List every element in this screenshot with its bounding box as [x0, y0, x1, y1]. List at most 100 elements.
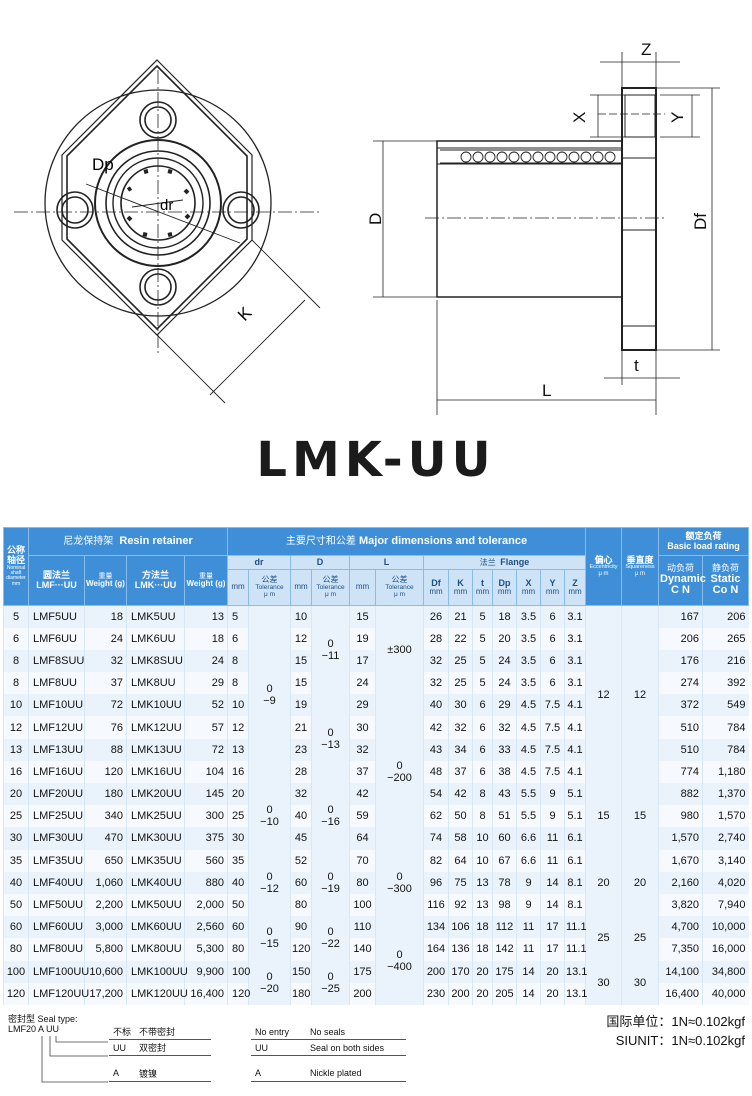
- cell-d: 20: [3, 783, 29, 806]
- cell-lmf: LMF30UU: [28, 827, 85, 850]
- cell-d: 30: [3, 827, 29, 850]
- cell-L: 200: [349, 982, 376, 1005]
- cell-t: 18: [472, 916, 493, 939]
- cell-K: 50: [448, 805, 473, 828]
- cell-K: 200: [448, 982, 473, 1005]
- cell-K: 34: [448, 738, 473, 761]
- cell-L: 175: [349, 960, 376, 983]
- cell-Z: 6.1: [564, 849, 586, 872]
- cell-w2: 16,400: [184, 982, 228, 1005]
- cell-Dp: 38: [492, 760, 517, 783]
- cell-D: 150: [290, 960, 312, 983]
- cell-L: 42: [349, 783, 376, 806]
- cell-Z: 11.1: [564, 916, 587, 939]
- cell-K: 30: [448, 694, 473, 717]
- squareness: 15: [621, 783, 659, 850]
- cell-sta: 16,000: [702, 938, 749, 961]
- D-tolerance-lower: −11: [321, 650, 340, 663]
- cell-lmk: LMK6UU: [126, 627, 185, 650]
- seal-gap: [211, 1066, 251, 1082]
- cell-X: 4.5: [516, 738, 541, 761]
- cell-sta: 3,140: [702, 849, 749, 872]
- header-D: D: [290, 555, 350, 570]
- cell-t: 5: [472, 672, 493, 695]
- cell-Dp: 20: [492, 627, 517, 650]
- seal-c1: 不标: [109, 1024, 135, 1040]
- cell-t: 6: [472, 738, 493, 761]
- seal-c1: A: [109, 1065, 135, 1082]
- dim-label-t: t: [634, 356, 639, 375]
- cell-K: 37: [448, 760, 473, 783]
- dr-tolerance-lower: −15: [260, 938, 279, 951]
- cell-w1: 1,060: [84, 871, 127, 894]
- cell-w2: 2,000: [184, 893, 228, 917]
- cell-L: 24: [349, 672, 376, 695]
- cell-K: 32: [448, 716, 473, 739]
- cell-dr: 6: [227, 627, 249, 650]
- cell-w1: 88: [84, 738, 127, 761]
- cell-lmf: LMF13UU: [28, 738, 85, 761]
- cell-lmf: LMF5UU: [28, 605, 85, 628]
- cell-lmk: LMK120UU: [126, 982, 188, 1005]
- D-tolerance-lower: −22: [321, 938, 340, 951]
- cell-w2: 18: [184, 627, 228, 650]
- cell-Z: 11.1: [564, 938, 587, 961]
- dr-tolerance-lower: −10: [260, 816, 279, 829]
- cell-lmk: LMK30UU: [126, 827, 185, 850]
- page-title: LMK-UU: [256, 432, 496, 488]
- cell-D: 12: [290, 627, 312, 650]
- cell-D: 23: [290, 738, 312, 761]
- cell-lmk: LMK12UU: [126, 716, 185, 739]
- cell-w2: 72: [184, 738, 228, 761]
- cell-Z: 3.1: [564, 627, 586, 650]
- D-tolerance-upper: 0: [327, 638, 334, 651]
- L-tolerance-lower: −300: [387, 882, 412, 895]
- cell-L: 70: [349, 849, 376, 872]
- cell-Df: 96: [423, 871, 449, 894]
- cell-sta: 10,000: [702, 916, 749, 939]
- cell-sta: 784: [702, 716, 749, 739]
- cell-dr: 8: [227, 649, 249, 673]
- cell-dr: 25: [227, 805, 249, 828]
- cell-w2: 145: [184, 783, 228, 806]
- dr-tolerance: 0−20: [248, 960, 291, 1005]
- cell-Z: 5.1: [564, 805, 586, 828]
- cell-w1: 120: [84, 760, 127, 783]
- cell-X: 4.5: [516, 716, 541, 739]
- cell-D: 90: [290, 916, 312, 939]
- dim-label-y: Y: [668, 112, 687, 123]
- cell-lmk: LMK60UU: [126, 916, 185, 939]
- cell-Dp: 33: [492, 738, 517, 761]
- cell-X: 3.5: [516, 672, 541, 695]
- seal-c1: UU: [109, 1039, 135, 1056]
- cell-dyn: 16,400: [658, 982, 703, 1005]
- cell-L: 19: [349, 627, 376, 650]
- L-tolerance-upper: ±300: [387, 644, 412, 657]
- cell-L: 59: [349, 805, 376, 828]
- cell-dyn: 7,350: [658, 938, 703, 961]
- cell-X: 4.5: [516, 694, 541, 717]
- cell-t: 5: [472, 649, 493, 673]
- cell-Z: 3.1: [564, 672, 586, 695]
- cell-sta: 1,180: [702, 760, 749, 783]
- L-tolerance-lower: −400: [387, 960, 412, 973]
- cell-sta: 2,740: [702, 827, 749, 850]
- cell-Y: 7.5: [540, 738, 565, 761]
- cell-Y: 17: [540, 938, 565, 961]
- cell-t: 20: [472, 960, 493, 983]
- cell-lmf: LMF60UU: [28, 916, 85, 939]
- D-tolerance-lower: −25: [321, 982, 340, 995]
- cell-K: 170: [448, 960, 473, 983]
- cell-Y: 20: [540, 982, 565, 1005]
